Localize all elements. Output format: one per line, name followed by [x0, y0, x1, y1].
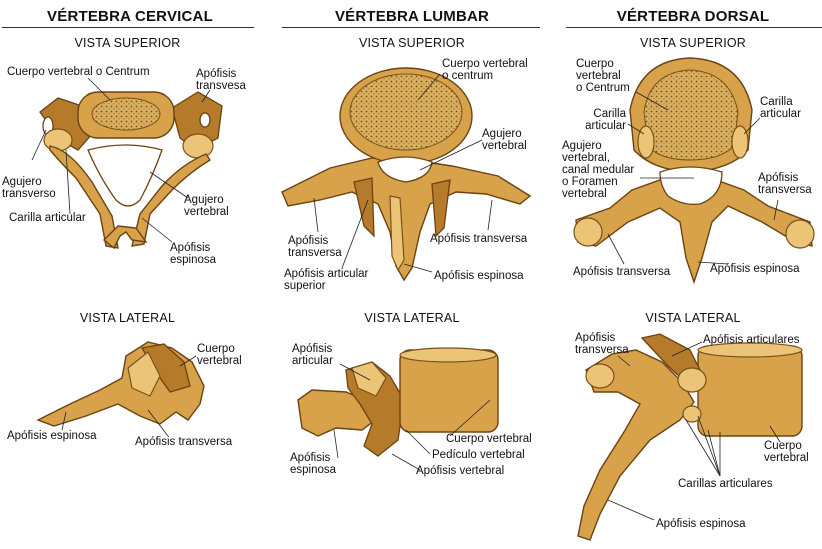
dorsal-superior-view-title: VISTA SUPERIOR — [639, 36, 747, 50]
label-cervical-lateral-body: Cuerpo vertebral — [197, 343, 242, 367]
label-cervical-transverse-foramen: Agujero transverso — [2, 176, 56, 200]
label-dorsal-transverse-left: Apófisis transversa — [573, 266, 671, 278]
dorsal-superior-leaders — [607, 91, 779, 265]
label-cervical-body: Cuerpo vertebral o Centrum — [7, 66, 150, 78]
dorsal-title: VÉRTEBRA DORSAL — [616, 8, 770, 25]
label-lumbar-transverse-right: Apófisis transversa — [430, 233, 528, 245]
label-dorsal-lateral-spinous: Apófisis espinosa — [656, 518, 746, 530]
label-dorsal-articular-facet-left: Carilla articular — [585, 108, 626, 132]
label-dorsal-lateral-body: Cuerpo vertebral — [764, 440, 809, 464]
label-cervical-lateral-spinous: Apófisis espinosa — [7, 430, 97, 442]
label-lumbar-lateral-articular: Apófisis articular — [292, 343, 333, 367]
label-dorsal-articular-facet-right: Carilla articular — [760, 96, 801, 120]
dorsal-title-rule — [566, 27, 822, 28]
label-dorsal-vertebral-foramen: Agujero vertebral, canal medular o Foram… — [562, 140, 635, 200]
label-lumbar-superior-articular: Apófisis articular superior — [284, 268, 369, 292]
label-cervical-lateral-transverse: Apófisis transversa — [135, 436, 233, 448]
label-dorsal-spinous-process: Apófisis espinosa — [710, 263, 800, 275]
label-lumbar-body: Cuerpo vertebral o centrum — [442, 58, 528, 82]
label-cervical-spinous-process: Apófisis espinosa — [170, 242, 217, 266]
label-lumbar-vertebral-foramen: Agujero vertebral — [482, 128, 527, 152]
lumbar-title: VÉRTEBRA LUMBAR — [334, 8, 490, 25]
lumbar-title-rule — [282, 27, 540, 28]
label-lumbar-spinous-process: Apófisis espinosa — [434, 270, 524, 282]
lumbar-lateral-view-title: VISTA LATERAL — [364, 311, 460, 325]
label-dorsal-lateral-articular-facets: Carillas articulares — [678, 478, 773, 490]
cervical-lateral-illustration — [36, 341, 205, 427]
label-cervical-transverse-process: Apófisis transvesa — [196, 68, 246, 92]
lumbar-superior-view-title: VISTA SUPERIOR — [358, 36, 466, 50]
cervical-title-rule — [2, 27, 254, 28]
cervical-superior-leaders — [31, 77, 211, 243]
lumbar-superior-illustration — [281, 67, 532, 282]
cervical-superior-view-title: VISTA SUPERIOR — [74, 36, 181, 50]
label-dorsal-lateral-articular-processes: Apófisis articulares — [703, 334, 800, 346]
cervical-title: VÉRTEBRA CERVICAL — [47, 8, 213, 25]
lumbar-superior-leaders — [313, 73, 493, 273]
dorsal-lateral-illustration — [577, 333, 803, 541]
cervical-lateral-leaders — [61, 355, 197, 437]
label-dorsal-transverse-right: Apófisis transversa — [758, 172, 812, 196]
label-lumbar-lateral-spinous: Apófisis espinosa — [290, 452, 337, 476]
label-cervical-articular-facet: Carilla articular — [9, 212, 86, 224]
lumbar-lateral-leaders — [333, 363, 491, 471]
dorsal-lateral-view-title: VISTA LATERAL — [645, 311, 741, 325]
label-lumbar-transverse-left: Apófisis transversa — [288, 235, 342, 259]
cervical-lateral-view-title: VISTA LATERAL — [79, 311, 176, 325]
label-lumbar-lateral-body: Cuerpo vertebral — [446, 433, 532, 445]
label-lumbar-lateral-pedicle: Pedículo vertebral — [432, 449, 525, 461]
lumbar-lateral-illustration — [297, 347, 499, 457]
label-cervical-vertebral-foramen: Agujero vertebral — [184, 194, 229, 218]
label-dorsal-body: Cuerpo vertebral o Centrum — [576, 58, 630, 94]
label-lumbar-lateral-vertebral-process: Apófisis vertebral — [416, 465, 505, 477]
dorsal-superior-illustration — [573, 57, 815, 285]
label-dorsal-lateral-transverse: Apófisis transversa — [575, 332, 629, 356]
dorsal-lateral-leaders — [607, 341, 781, 521]
cervical-superior-illustration — [39, 91, 223, 250]
